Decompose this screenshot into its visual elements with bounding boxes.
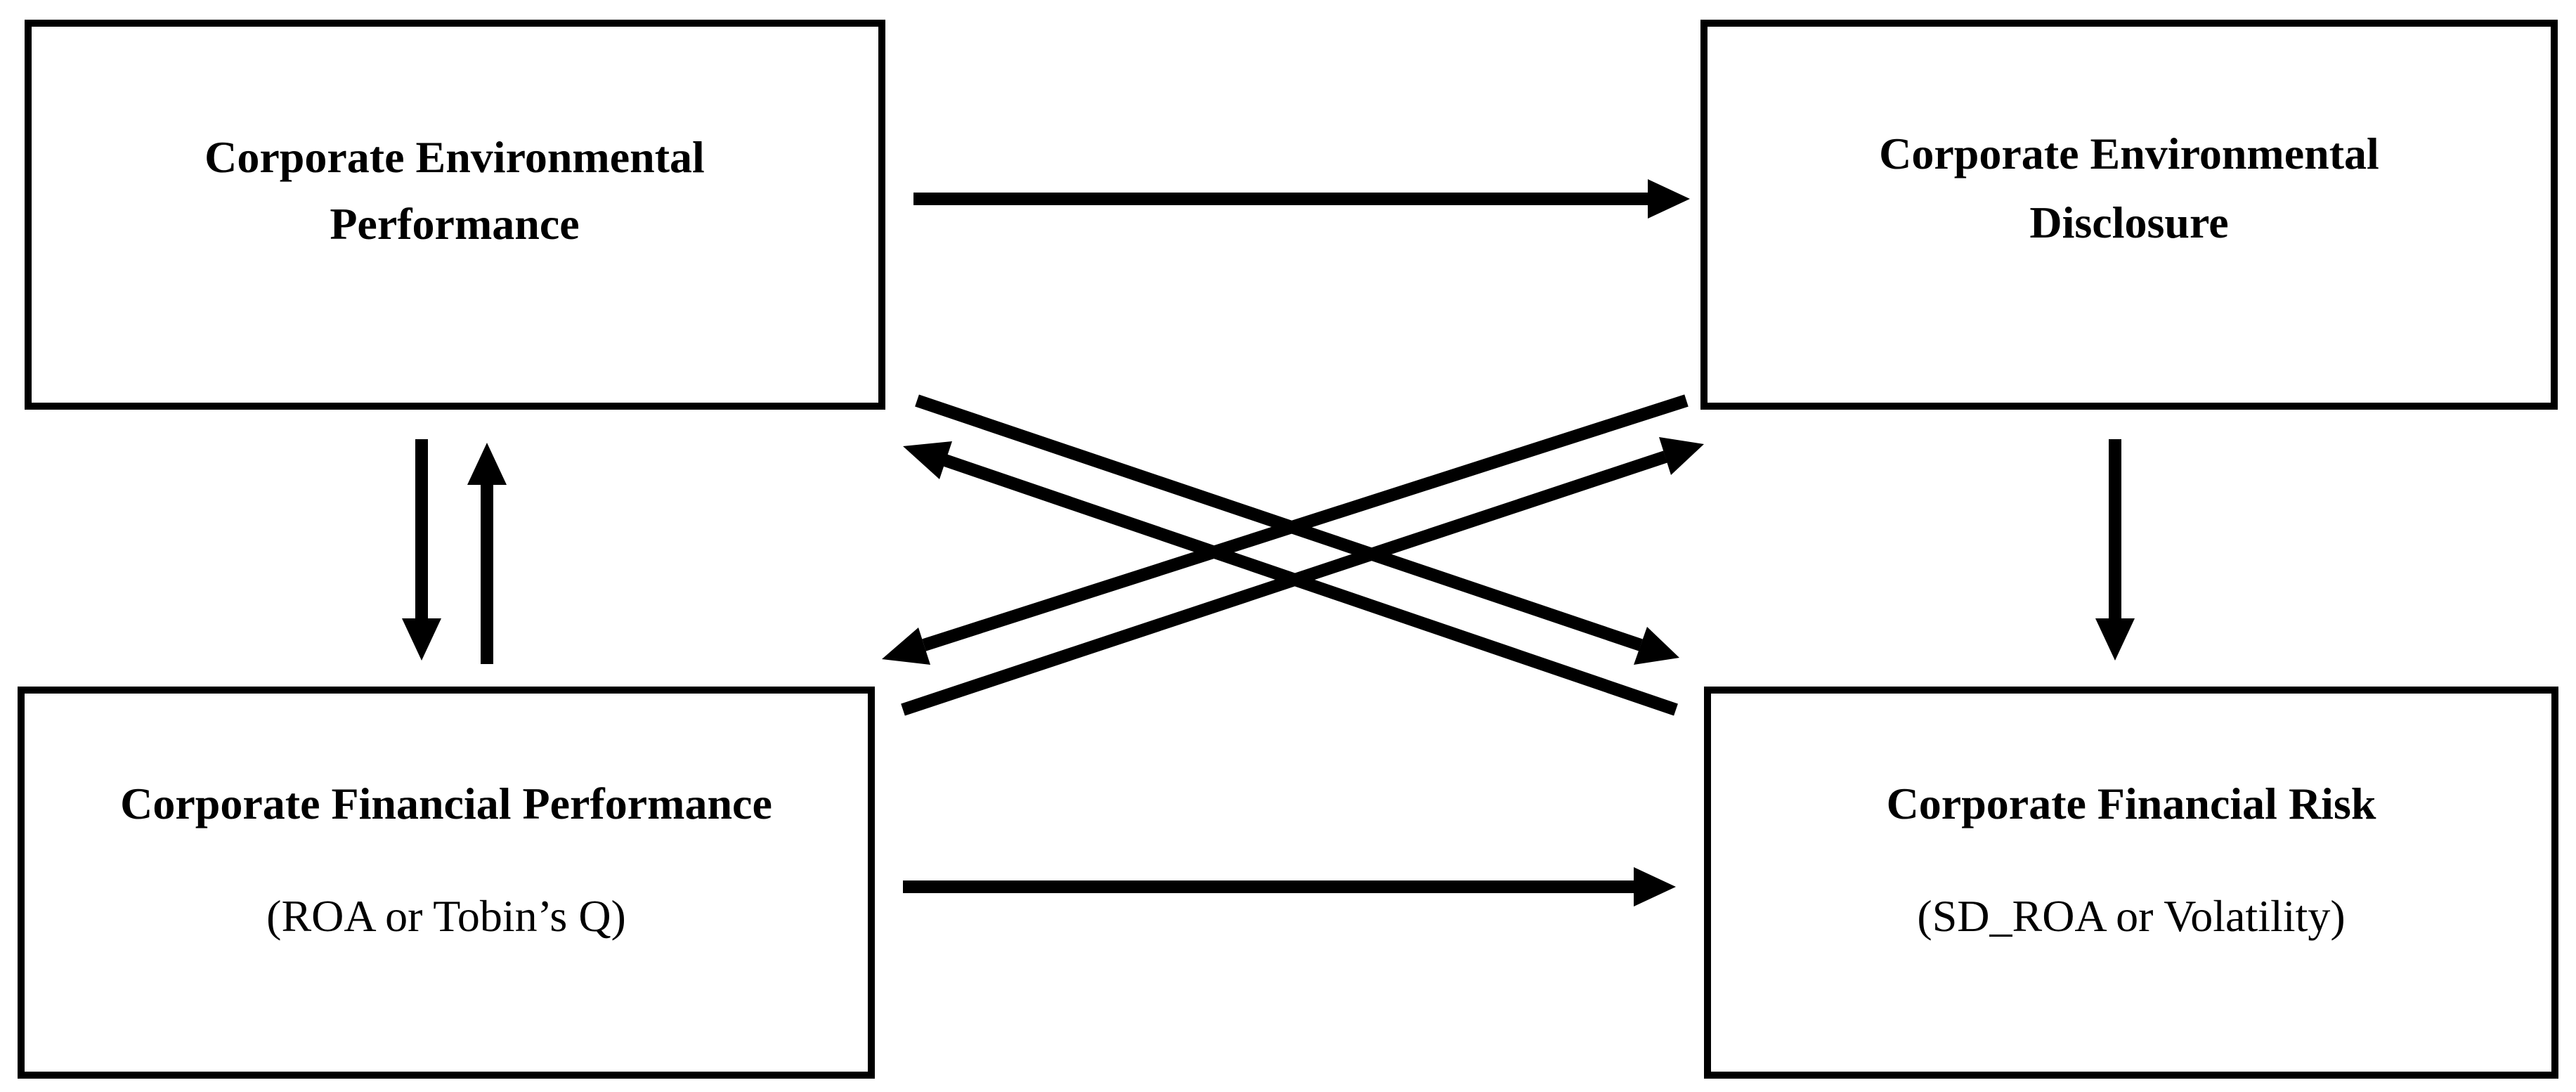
node-fin-risk: Corporate Financial Risk (SD_ROA or Vola… <box>1704 687 2558 1079</box>
arrow-env-performance-to-fin-performance <box>402 439 441 661</box>
box-fin-performance <box>18 687 875 1079</box>
arrowhead <box>2095 618 2135 661</box>
arrowhead <box>882 628 930 665</box>
fin-risk-subtitle: (SD_ROA or Volatility) <box>1917 891 2345 941</box>
arrowhead <box>467 443 507 485</box>
arrow-shaft <box>943 454 1678 716</box>
arrow-shaft <box>915 394 1643 651</box>
fin-risk-title: Corporate Financial Risk <box>1887 779 2376 828</box>
env-disclosure-title-line2: Disclosure <box>2029 197 2228 247</box>
arrow-env-performance-to-env-disclosure <box>913 179 1690 219</box>
env-performance-title-line2: Performance <box>330 199 579 249</box>
arrow-env-performance-to-fin-risk <box>915 394 1679 665</box>
fin-performance-title: Corporate Financial Performance <box>120 779 772 828</box>
fin-performance-subtitle: (ROA or Tobin’s Q) <box>266 891 626 941</box>
arrowhead <box>1634 867 1676 906</box>
node-env-disclosure: Corporate Environmental Disclosure <box>1700 20 2558 410</box>
arrow-fin-performance-to-env-disclosure <box>901 437 1704 716</box>
arrowhead <box>1634 627 1679 665</box>
arrowhead <box>1659 437 1704 475</box>
node-env-performance: Corporate Environmental Performance <box>25 20 885 410</box>
arrow-shaft <box>922 394 1689 651</box>
arrowhead <box>1648 179 1690 219</box>
arrow-fin-risk-to-env-performance <box>903 441 1678 716</box>
env-disclosure-title-line1: Corporate Environmental <box>1879 129 2379 178</box>
env-performance-title-line1: Corporate Environmental <box>204 132 705 182</box>
arrow-fin-performance-to-env-performance <box>467 443 507 664</box>
arrow-env-disclosure-to-fin-performance <box>882 394 1689 665</box>
arrowhead <box>402 618 441 661</box>
box-env-performance <box>25 20 885 410</box>
node-fin-performance: Corporate Financial Performance (ROA or … <box>18 687 875 1079</box>
arrow-fin-performance-to-fin-risk <box>903 867 1676 906</box>
box-fin-risk <box>1704 687 2558 1079</box>
arrow-shaft <box>901 450 1667 716</box>
arrowhead <box>903 441 952 479</box>
arrow-env-disclosure-to-fin-risk <box>2095 439 2135 661</box>
box-env-disclosure <box>1700 20 2558 410</box>
